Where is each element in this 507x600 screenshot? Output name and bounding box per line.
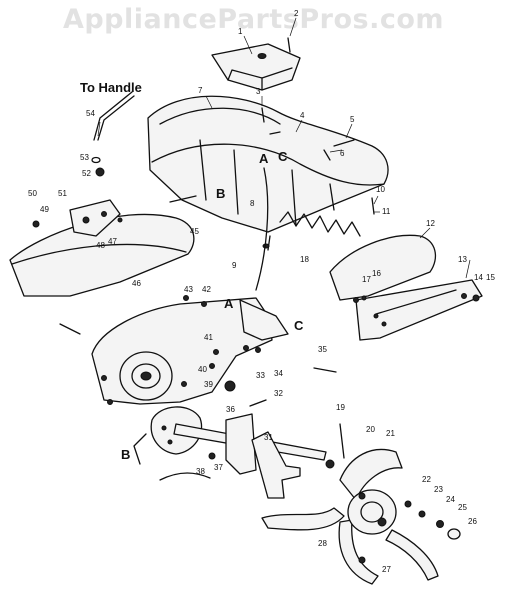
- part-number: 1: [238, 27, 243, 36]
- letter-labels: A C B A C B: [121, 149, 304, 462]
- part-number: 6: [340, 149, 345, 158]
- part-number: 50: [28, 189, 37, 198]
- to-handle-label: To Handle: [80, 80, 142, 95]
- letter-label: A: [224, 296, 234, 311]
- side-shield-part: [329, 234, 483, 341]
- part-number: 37: [214, 463, 223, 472]
- part-number: 27: [382, 565, 391, 574]
- part-number: 46: [132, 279, 141, 288]
- part-number: 12: [426, 219, 435, 228]
- part-number: 32: [274, 389, 283, 398]
- part-number: 8: [250, 199, 255, 208]
- part-number: 25: [458, 503, 467, 512]
- cover-plate-part: [211, 43, 301, 91]
- part-number: 28: [318, 539, 327, 548]
- part-number-labels: 1 2 3 4 5 6 7 8 9 10 11 12 13 14 15 16 1…: [28, 9, 495, 574]
- part-number: 5: [350, 115, 355, 124]
- part-number: 10: [376, 185, 385, 194]
- part-number: 40: [198, 365, 207, 374]
- part-number: 4: [300, 111, 305, 120]
- leader-lines: [97, 17, 471, 279]
- letter-label: C: [278, 149, 288, 164]
- part-number: 36: [226, 405, 235, 414]
- letter-label: A: [259, 151, 269, 166]
- connector-line-a: [255, 167, 269, 291]
- part-number: 2: [294, 9, 299, 18]
- gear-case-part: [91, 297, 289, 405]
- letter-label: C: [294, 318, 304, 333]
- part-number: 42: [202, 285, 211, 294]
- part-number: 19: [336, 403, 345, 412]
- part-number: 38: [196, 467, 205, 476]
- part-number: 41: [204, 333, 213, 342]
- part-number: 15: [486, 273, 495, 282]
- part-number: 54: [86, 109, 95, 118]
- part-number: 24: [446, 495, 455, 504]
- part-number: 14: [474, 273, 483, 282]
- part-number: 20: [366, 425, 375, 434]
- upper-shield-part: [147, 95, 389, 251]
- part-number: 22: [422, 475, 431, 484]
- part-number: 51: [58, 189, 67, 198]
- axle-assembly-part: [133, 406, 327, 499]
- part-number: 17: [362, 275, 371, 284]
- letter-label: B: [121, 447, 130, 462]
- part-number: 16: [372, 269, 381, 278]
- hardware-parts: [32, 37, 467, 481]
- left-shield-part: [9, 91, 195, 297]
- tine-assembly-part: [261, 423, 461, 585]
- part-number: 53: [80, 153, 89, 162]
- part-number: 47: [108, 237, 117, 246]
- part-number: 11: [382, 207, 391, 216]
- letter-label: B: [216, 186, 225, 201]
- part-number: 34: [274, 369, 283, 378]
- part-number: 21: [386, 429, 395, 438]
- part-number: 48: [96, 241, 105, 250]
- watermark-text: AppliancePartsPros.com: [62, 4, 445, 35]
- part-number: 52: [82, 169, 91, 178]
- part-number: 31: [264, 433, 273, 442]
- part-number: 7: [198, 86, 203, 95]
- part-number: 43: [184, 285, 193, 294]
- part-number: 39: [204, 380, 213, 389]
- part-number: 23: [434, 485, 443, 494]
- part-number: 3: [256, 87, 261, 96]
- part-number: 18: [300, 255, 309, 264]
- part-number: 35: [318, 345, 327, 354]
- part-number: 49: [40, 205, 49, 214]
- part-number: 26: [468, 517, 477, 526]
- part-number: 13: [458, 255, 467, 264]
- part-number: 45: [190, 227, 199, 236]
- part-number: 33: [256, 371, 265, 380]
- part-number: 9: [232, 261, 237, 270]
